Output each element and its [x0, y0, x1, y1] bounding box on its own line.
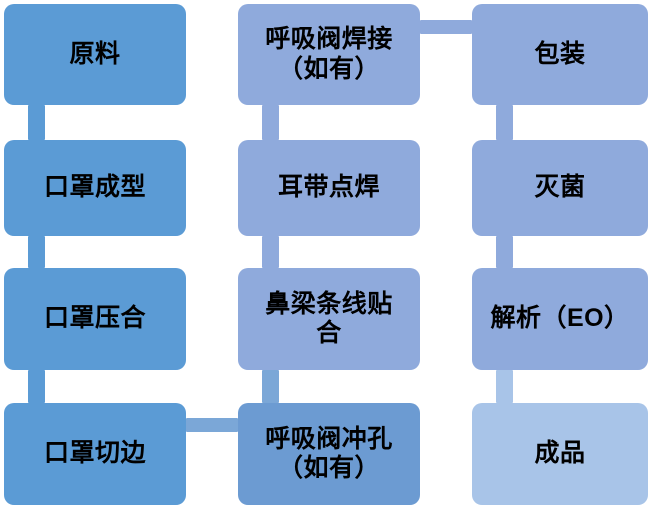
- connector-sterilization-to-desorption: [496, 236, 513, 268]
- node-packaging-label: 包装: [534, 39, 586, 68]
- connector-trimming-to-valve-punching: [186, 418, 238, 432]
- node-raw-material[interactable]: 原料: [4, 4, 186, 105]
- connector-forming-to-pressing: [28, 236, 45, 268]
- node-earloop-welding-label: 耳带点焊: [277, 173, 380, 202]
- node-finished-product[interactable]: 成品: [472, 403, 648, 505]
- connector-noseclip-to-earloop: [262, 236, 279, 268]
- connector-valve-punching-to-noseclip: [262, 370, 279, 403]
- node-valve-welding-label: 呼吸阀焊接 （如有）: [265, 25, 393, 83]
- node-valve-punching-label: 呼吸阀冲孔 （如有）: [265, 424, 393, 483]
- connector-earloop-to-valve-welding: [262, 105, 279, 140]
- node-valve-punching[interactable]: 呼吸阀冲孔 （如有）: [238, 403, 420, 505]
- node-packaging[interactable]: 包装: [472, 4, 648, 105]
- connector-desorption-to-finished: [496, 370, 513, 403]
- node-mask-forming[interactable]: 口罩成型: [4, 140, 186, 236]
- node-mask-trimming-label: 口罩切边: [43, 439, 146, 468]
- node-mask-forming-label: 口罩成型: [43, 173, 146, 202]
- connector-valve-welding-to-packaging: [420, 20, 472, 34]
- node-mask-trimming[interactable]: 口罩切边: [4, 403, 186, 505]
- node-valve-welding[interactable]: 呼吸阀焊接 （如有）: [238, 4, 420, 105]
- node-sterilization[interactable]: 灭菌: [472, 140, 648, 236]
- node-desorption-label: 解析（EO）: [490, 304, 630, 333]
- node-mask-pressing-label: 口罩压合: [43, 304, 146, 333]
- node-finished-product-label: 成品: [534, 439, 586, 468]
- connector-raw-to-forming: [28, 105, 45, 140]
- node-earloop-welding[interactable]: 耳带点焊: [238, 140, 420, 236]
- connector-pressing-to-trimming: [28, 370, 45, 403]
- node-noseclip-bonding-label: 鼻梁条线贴 合: [265, 289, 393, 348]
- node-raw-material-label: 原料: [69, 39, 121, 68]
- node-sterilization-label: 灭菌: [534, 173, 586, 202]
- node-noseclip-bonding[interactable]: 鼻梁条线贴 合: [238, 268, 420, 370]
- connector-packaging-to-sterilization: [496, 105, 513, 140]
- node-mask-pressing[interactable]: 口罩压合: [4, 268, 186, 370]
- node-desorption[interactable]: 解析（EO）: [472, 268, 648, 370]
